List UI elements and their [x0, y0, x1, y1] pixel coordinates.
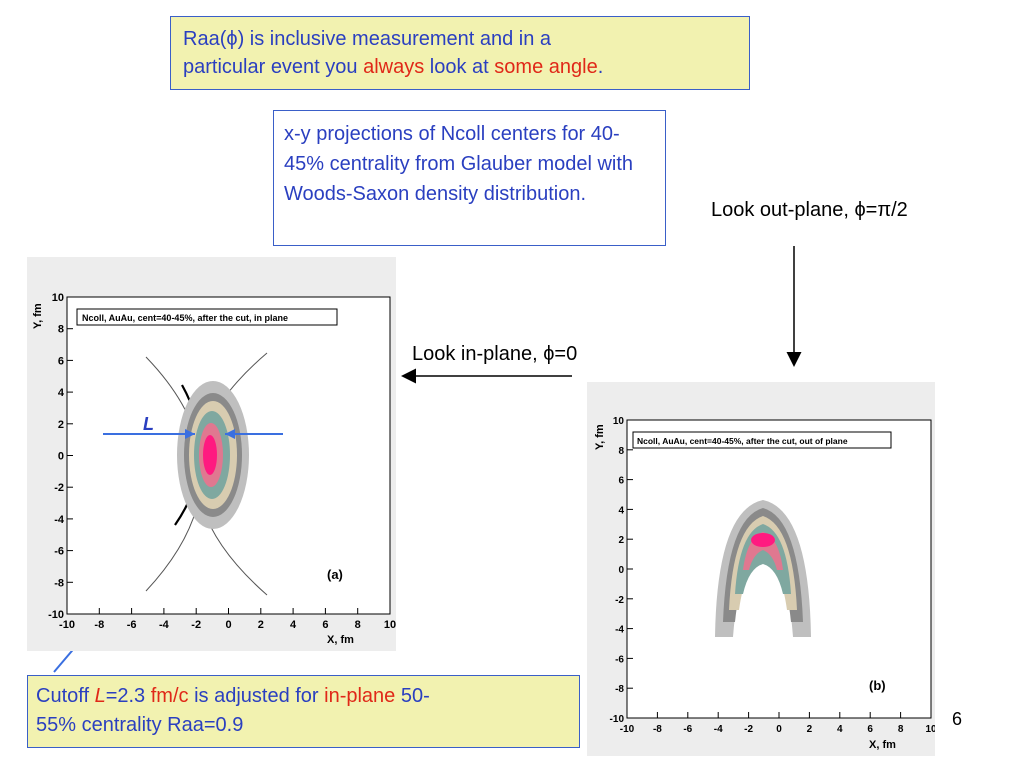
x-tick-label: 0 — [225, 619, 231, 631]
y-tick-label: 6 — [58, 355, 64, 367]
y-tick-label: -6 — [54, 546, 64, 558]
y-tick-label: -4 — [615, 625, 624, 636]
y-tick-label: 4 — [58, 387, 65, 399]
y-tick-label: 6 — [618, 476, 624, 487]
plot-b-ylabel: Y, fm — [594, 424, 606, 450]
y-tick-label: -8 — [615, 684, 624, 695]
y-tick-label: -2 — [54, 482, 64, 494]
y-tick-label: -4 — [54, 514, 65, 526]
y-tick-label: -8 — [54, 577, 64, 589]
note-projections-text: x-y projections of Ncoll centers for 40-… — [284, 123, 634, 205]
x-tick-label: 10 — [384, 619, 396, 631]
note-top-line1: Raa(ϕ) is inclusive measurement and in a — [183, 28, 552, 50]
x-tick-label: 6 — [867, 724, 873, 735]
x-tick-label: -4 — [714, 724, 723, 735]
x-tick-label: 8 — [898, 724, 904, 735]
plot-a-panel: (a) — [327, 567, 343, 582]
note-cutoff: Cutoff L=2.3 fm/c is adjusted for in-pla… — [27, 675, 580, 748]
y-tick-label: -6 — [615, 654, 624, 665]
plot-b-svg: 10 8 6 4 2 0 -2 -4 -6 -8 -10 -10 -8 -6 -4 -2 0 2 4 6 8 10 Nc… — [594, 416, 937, 751]
y-tick-label: -2 — [615, 595, 624, 606]
plot-b: 10 8 6 4 2 0 -2 -4 -6 -8 -10 -10 -8 -6 -4 -2 0 2 4 6 8 10 Nc… — [587, 382, 937, 756]
x-tick-label: 8 — [355, 619, 361, 631]
x-tick-label: -4 — [159, 619, 170, 631]
x-tick-label: 4 — [290, 619, 297, 631]
y-tick-label: 10 — [613, 416, 625, 427]
x-tick-label: 10 — [925, 724, 935, 735]
y-tick-label: 0 — [58, 451, 64, 463]
x-tick-label: -10 — [620, 724, 635, 735]
x-tick-label: -8 — [653, 724, 662, 735]
x-tick-label: -2 — [744, 724, 753, 735]
x-tick-label: -6 — [127, 619, 137, 631]
x-tick-label: 0 — [776, 724, 782, 735]
x-tick-label: 4 — [837, 724, 843, 735]
y-tick-label: 2 — [58, 419, 64, 431]
plot-a: 10 8 6 4 2 0 -2 -4 -6 -8 -10 -10 -8 -6 -4 -2 0 2 4 6 8 10 Nc… — [27, 257, 396, 651]
y-tick-label: -10 — [48, 609, 64, 621]
y-tick-label: -10 — [610, 714, 625, 725]
plot-a-ylabel: Y, fm — [32, 303, 44, 329]
plot-b-panel: (b) — [869, 678, 886, 693]
marker-L: L — [143, 414, 154, 434]
x-tick-label: -2 — [191, 619, 201, 631]
x-tick-label: 2 — [258, 619, 264, 631]
x-tick-label: -6 — [683, 724, 692, 735]
x-tick-label: -8 — [94, 619, 104, 631]
label-out-plane: Look out-plane, ϕ=π/2 — [711, 199, 908, 221]
page-number: 6 — [952, 709, 963, 729]
note-cutoff-line2: 55% centrality Raa=0.9 — [36, 714, 244, 736]
y-tick-label: 0 — [618, 565, 624, 576]
note-top: Raa(ϕ) is inclusive measurement and in a… — [170, 16, 750, 90]
x-tick-label: -10 — [59, 619, 75, 631]
plot-b-legend: Ncoll, AuAu, cent=40-45%, after the cut,… — [637, 436, 848, 446]
note-cutoff-line1: Cutoff L=2.3 fm/c is adjusted for in-pla… — [36, 685, 430, 707]
x-tick-label: 2 — [807, 724, 813, 735]
y-tick-label: 10 — [52, 292, 64, 304]
y-tick-label: 8 — [58, 324, 64, 336]
y-tick-label: 2 — [618, 535, 624, 546]
plot-a-xlabel: X, fm — [327, 634, 354, 646]
plot-a-svg: 10 8 6 4 2 0 -2 -4 -6 -8 -10 -10 -8 -6 -4 -2 0 2 4 6 8 10 Nc… — [32, 292, 396, 646]
x-tick-label: 6 — [322, 619, 328, 631]
y-tick-label: 8 — [618, 446, 624, 457]
note-projections: x-y projections of Ncoll centers for 40-… — [273, 110, 666, 246]
plot-b-xlabel: X, fm — [869, 739, 896, 751]
plot-a-legend: Ncoll, AuAu, cent=40-45%, after the cut,… — [82, 313, 288, 323]
y-tick-label: 4 — [618, 505, 624, 516]
label-in-plane: Look in-plane, ϕ=0 — [412, 343, 578, 365]
note-top-line2: particular event you always look at some… — [183, 56, 604, 78]
